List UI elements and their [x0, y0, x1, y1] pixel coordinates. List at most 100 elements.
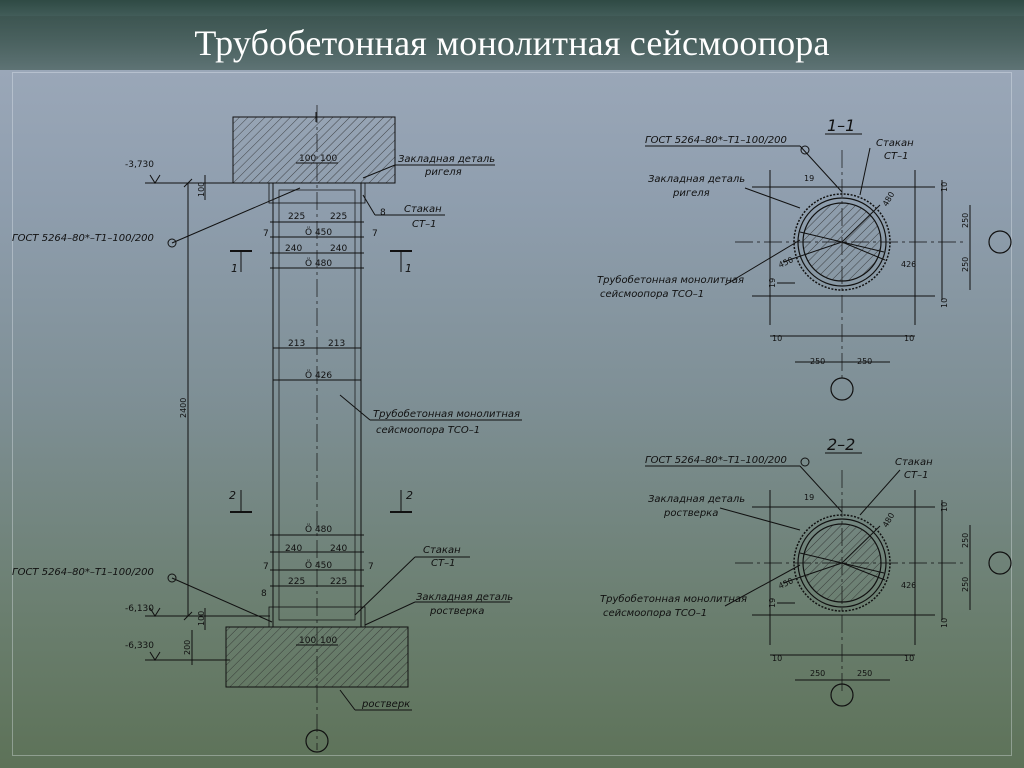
section-2-2: 2–2 ГОСТ 5264–80*–Т1–100/200 Стакан СТ–1… [600, 435, 1012, 707]
s11-dim-b10a: 10 [772, 334, 782, 343]
dim-8-a: 8 [380, 208, 386, 218]
s22-dim-r250a: 250 [961, 533, 970, 548]
foundation-rostverk [225, 626, 409, 688]
s22-dim-b250b: 250 [857, 669, 872, 678]
s22-dim-r250b: 250 [961, 577, 970, 592]
s22-dim-450: 450 [777, 576, 795, 591]
s22-dim-19b: 19 [768, 598, 777, 608]
dim-240-b: 240 [330, 244, 347, 254]
dim-100-vbot: 100 [197, 611, 206, 626]
title-bar [0, 16, 1024, 70]
dim-7-c: 7 [263, 562, 269, 572]
s11-dim-b250a: 250 [810, 357, 825, 366]
s22-dim-r10a: 10 [940, 502, 949, 512]
s11-dim-b250b: 250 [857, 357, 872, 366]
slide-frame [12, 72, 1012, 756]
level-mid: -6,130 [125, 604, 154, 614]
axis-bubble-elevation [305, 729, 329, 753]
label-zakl-rigel-1: Закладная деталь [398, 154, 495, 165]
s22-stakan-2: СТ–1 [904, 470, 928, 481]
section-1-1-title: 1–1 [827, 116, 855, 135]
s11-dim-r250a: 250 [961, 213, 970, 228]
label-gost-bottom: ГОСТ 5264–80*–Т1–100/200 [12, 567, 154, 578]
dim-213-a: 213 [288, 339, 305, 349]
label-tso-2: сейсмоопора ТСО–1 [376, 425, 480, 436]
dim-225-c: 225 [288, 577, 305, 587]
dim-225-d: 225 [330, 577, 347, 587]
s11-dim-480: 480 [881, 190, 896, 208]
section-mark-1-left: 1 [231, 262, 238, 275]
dim-7-a: 7 [263, 229, 269, 239]
section-1-1: 1–1 ГОСТ 5264–80*–Т1–100/200 Стакан СТ–1… [597, 116, 1012, 401]
s22-zakl-2: ростверка [663, 508, 718, 519]
label-tso-1: Трубобетонная монолитная [373, 408, 520, 420]
dim-7-b: 7 [372, 229, 378, 239]
dim-100-vtop: 100 [197, 182, 206, 197]
s11-dim-426: 426 [901, 260, 916, 269]
s22-dim-b250a: 250 [810, 669, 825, 678]
s22-dim-b10a: 10 [772, 654, 782, 663]
s22-dim-r10b: 10 [940, 618, 949, 628]
axis-bubble-1-bottom [830, 377, 854, 401]
s22-zakl-1: Закладная деталь [648, 494, 745, 505]
label-zakl-rigel-2: ригеля [424, 167, 462, 178]
s11-dim-r10b: 10 [940, 298, 949, 308]
label-gost-top: ГОСТ 5264–80*–Т1–100/200 [12, 233, 154, 244]
s11-tso-2: сейсмоопора ТСО–1 [600, 289, 704, 300]
page-title: Трубобетонная монолитная сейсмоопора [194, 23, 830, 63]
s22-dim-19a: 19 [804, 493, 814, 502]
dim-200: 200 [183, 640, 192, 655]
section-mark-2-right: 2 [406, 489, 413, 502]
section-2-2-title: 2–2 [827, 435, 855, 454]
dim-8-b: 8 [261, 589, 267, 599]
section-mark-2-left: 2 [229, 489, 236, 502]
diam-480-bot: Ö 480 [305, 524, 332, 535]
s11-dim-19b: 19 [768, 278, 777, 288]
label-zakl-rost-1: Закладная деталь [416, 592, 513, 603]
section-mark-1-right: 1 [405, 262, 412, 275]
axis-bubble-1-right [988, 230, 1012, 254]
dim-225-b: 225 [330, 212, 347, 222]
s11-stakan-2: СТ–1 [884, 151, 908, 162]
dim-100-d: 100 [320, 636, 337, 646]
level-bot: -6,330 [125, 641, 154, 651]
s22-dim-426: 426 [901, 581, 916, 590]
s11-dim-b10b: 10 [904, 334, 914, 343]
s11-dim-r250b: 250 [961, 257, 970, 272]
label-rostverk: ростверк [361, 699, 410, 710]
label-stakan-top-2: СТ–1 [412, 219, 436, 230]
dim-7-d: 7 [368, 562, 374, 572]
axis-bubble-2-bottom [830, 683, 854, 707]
s22-dim-b10b: 10 [904, 654, 914, 663]
s22-tso-1: Трубобетонная монолитная [600, 593, 747, 605]
elevation-text: -3,730 -6,130 -6,330 2400 100 100 200 10… [12, 154, 520, 710]
s11-tso-1: Трубобетонная монолитная [597, 274, 744, 286]
s22-dim-480: 480 [881, 511, 896, 529]
s11-zakl-2: ригеля [672, 188, 710, 199]
dim-100-c: 100 [299, 636, 316, 646]
dim-240-d: 240 [330, 544, 347, 554]
s11-zakl-1: Закладная деталь [648, 174, 745, 185]
label-stakan-bot-2: СТ–1 [431, 558, 455, 569]
s11-gost: ГОСТ 5264–80*–Т1–100/200 [645, 135, 787, 146]
label-stakan-bot-1: Стакан [423, 545, 461, 556]
diam-450-bot: Ö 450 [305, 560, 332, 571]
label-zakl-rost-2: ростверка [429, 606, 484, 617]
s11-dim-r10a: 10 [940, 182, 949, 192]
dim-225-a: 225 [288, 212, 305, 222]
s11-stakan-1: Стакан [876, 138, 914, 149]
diam-450-top: Ö 450 [305, 227, 332, 238]
diam-480-top: Ö 480 [305, 258, 332, 269]
dim-213-b: 213 [328, 339, 345, 349]
s22-gost: ГОСТ 5264–80*–Т1–100/200 [645, 455, 787, 466]
dim-100-a: 100 [299, 154, 316, 164]
level-top: -3,730 [125, 160, 154, 170]
rigel-beam [232, 116, 396, 184]
dim-2400: 2400 [179, 398, 188, 418]
elevation-view [145, 105, 522, 753]
label-stakan-top-1: Стакан [404, 204, 442, 215]
s11-dim-450: 450 [777, 255, 795, 270]
axis-bubble-2-right [988, 551, 1012, 575]
diam-426: Ö 426 [305, 370, 332, 381]
